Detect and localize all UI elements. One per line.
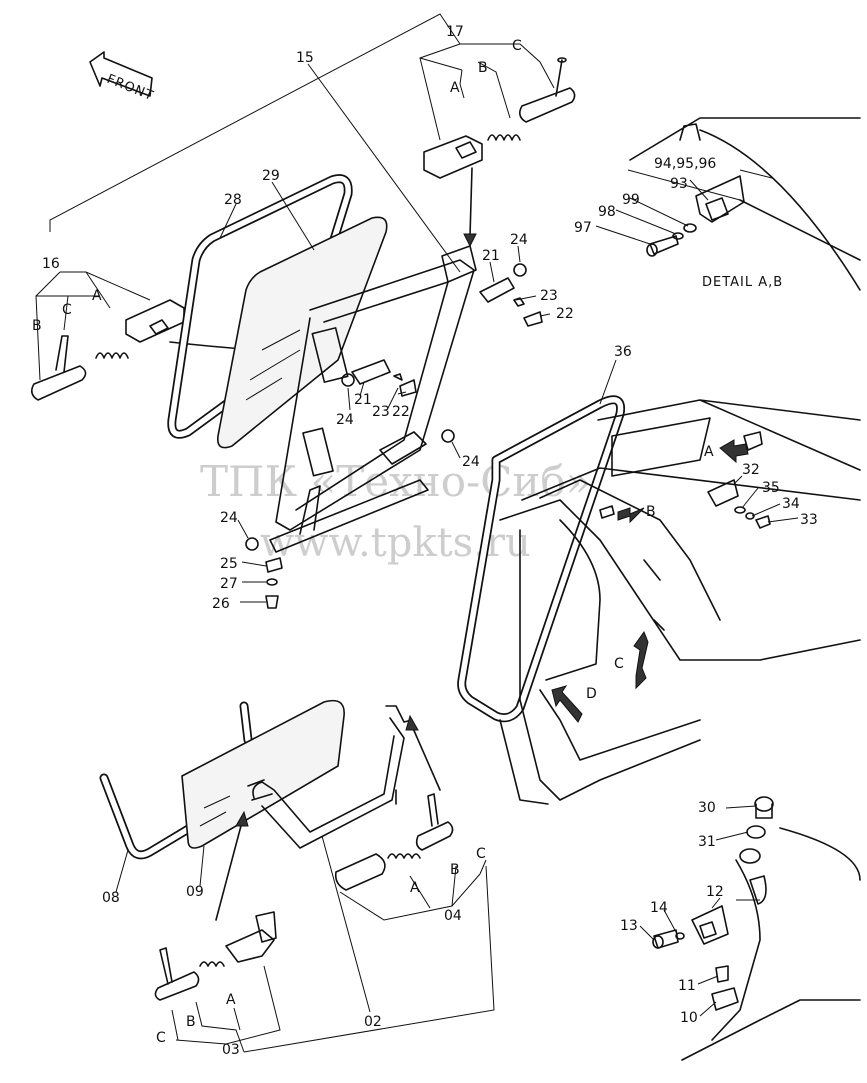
callout-32: 32 — [742, 462, 760, 478]
letter-arrow-b: B — [646, 504, 656, 520]
letter-b-03: B — [186, 1014, 196, 1030]
callout-94-95-96: 94,95,96 — [654, 156, 716, 172]
install-arrow-17 — [469, 167, 473, 237]
latch-04 — [334, 793, 454, 891]
callout-30: 30 — [698, 800, 716, 816]
callout-10: 10 — [680, 1010, 698, 1026]
callout-25: 25 — [220, 556, 238, 572]
letter-b-16: B — [32, 318, 42, 334]
callout-93: 93 — [670, 176, 688, 192]
callout-16: 16 — [42, 256, 60, 272]
leader-tree-16 — [35, 271, 151, 381]
window-frame-15 — [269, 245, 477, 553]
window-glass-29 — [216, 216, 388, 449]
arrow-head-17 — [463, 233, 477, 248]
callout-33: 33 — [800, 512, 818, 528]
leader-36 — [599, 359, 617, 405]
location-arrows — [551, 431, 763, 723]
callout-03: 03 — [222, 1042, 240, 1058]
arrow-head-03 — [235, 810, 249, 827]
letter-arrow-a: A — [704, 444, 714, 460]
callout-28: 28 — [224, 192, 242, 208]
callout-24b: 24 — [336, 412, 354, 428]
callout-97: 97 — [574, 220, 592, 236]
letter-b-17: B — [478, 60, 488, 76]
door-seal-36 — [457, 395, 626, 723]
callout-34: 34 — [782, 496, 800, 512]
callout-04: 04 — [444, 908, 462, 924]
callout-27: 27 — [220, 576, 238, 592]
callout-15: 15 — [296, 50, 314, 66]
callout-24c: 24 — [462, 454, 480, 470]
leader-tree-bottom — [115, 835, 495, 1053]
letter-c-03: C — [156, 1030, 166, 1046]
callout-08: 08 — [102, 890, 120, 906]
arrow-head-04 — [405, 714, 419, 731]
letter-b-04: B — [450, 862, 460, 878]
callout-36: 36 — [614, 344, 632, 360]
callout-12: 12 — [706, 884, 724, 900]
callout-14: 14 — [650, 900, 668, 916]
detail-ab-label: DETAIL A,B — [702, 275, 783, 290]
glass-reflection — [245, 329, 301, 401]
front-arrow-icon: FRONT — [89, 51, 156, 104]
callout-26: 26 — [212, 596, 230, 612]
callout-23a: 23 — [540, 288, 558, 304]
lower-glass-reflection — [199, 795, 231, 827]
install-arrow-04 — [411, 725, 441, 791]
small-bracket-21 — [245, 263, 543, 609]
hinge-group — [639, 796, 861, 1061]
callout-31: 31 — [698, 834, 716, 850]
letter-arrow-d: D — [586, 686, 597, 702]
letter-a-03: A — [226, 992, 236, 1008]
callout-09: 09 — [186, 884, 204, 900]
letter-c-04: C — [476, 846, 486, 862]
letter-a-17: A — [450, 80, 460, 96]
cab-body — [499, 399, 861, 805]
callout-labels: 15 17 16 28 29 21 24 23 22 21 24 23 22 2… — [42, 24, 818, 1058]
lower-glass-09 — [181, 699, 345, 849]
callout-24d: 24 — [220, 510, 238, 526]
detail-ab-bracket — [595, 117, 861, 291]
callout-23b: 23 — [372, 404, 390, 420]
callout-22a: 22 — [556, 306, 574, 322]
leader-lines-topleft — [219, 63, 551, 603]
callout-22b: 22 — [392, 404, 410, 420]
callout-98: 98 — [598, 204, 616, 220]
install-arrow-03 — [215, 821, 243, 921]
callout-21b: 21 — [354, 392, 372, 408]
lower-frame-02 — [247, 705, 413, 849]
letter-a-16: A — [92, 288, 102, 304]
letter-c-16: C — [62, 302, 72, 318]
letter-arrow-c: C — [614, 656, 624, 672]
callout-02: 02 — [364, 1014, 382, 1030]
letter-c-17: C — [512, 38, 522, 54]
latch-03 — [154, 911, 277, 1001]
callout-11: 11 — [678, 978, 696, 994]
callout-29: 29 — [262, 168, 280, 184]
callout-35: 35 — [762, 480, 780, 496]
latch-17 — [423, 57, 576, 179]
callout-21a: 21 — [482, 248, 500, 264]
callout-24a: 24 — [510, 232, 528, 248]
callout-17: 17 — [446, 24, 464, 40]
leader-tree-17 — [49, 13, 555, 232]
callout-13: 13 — [620, 918, 638, 934]
parts-32-35 — [707, 475, 799, 529]
latch-16 — [30, 299, 185, 401]
letter-a-04: A — [410, 880, 420, 896]
sub-letter-labels: A B C A C B A B C A B C A B C D — [32, 38, 714, 1046]
seal-08 — [99, 701, 253, 860]
callout-99: 99 — [622, 192, 640, 208]
